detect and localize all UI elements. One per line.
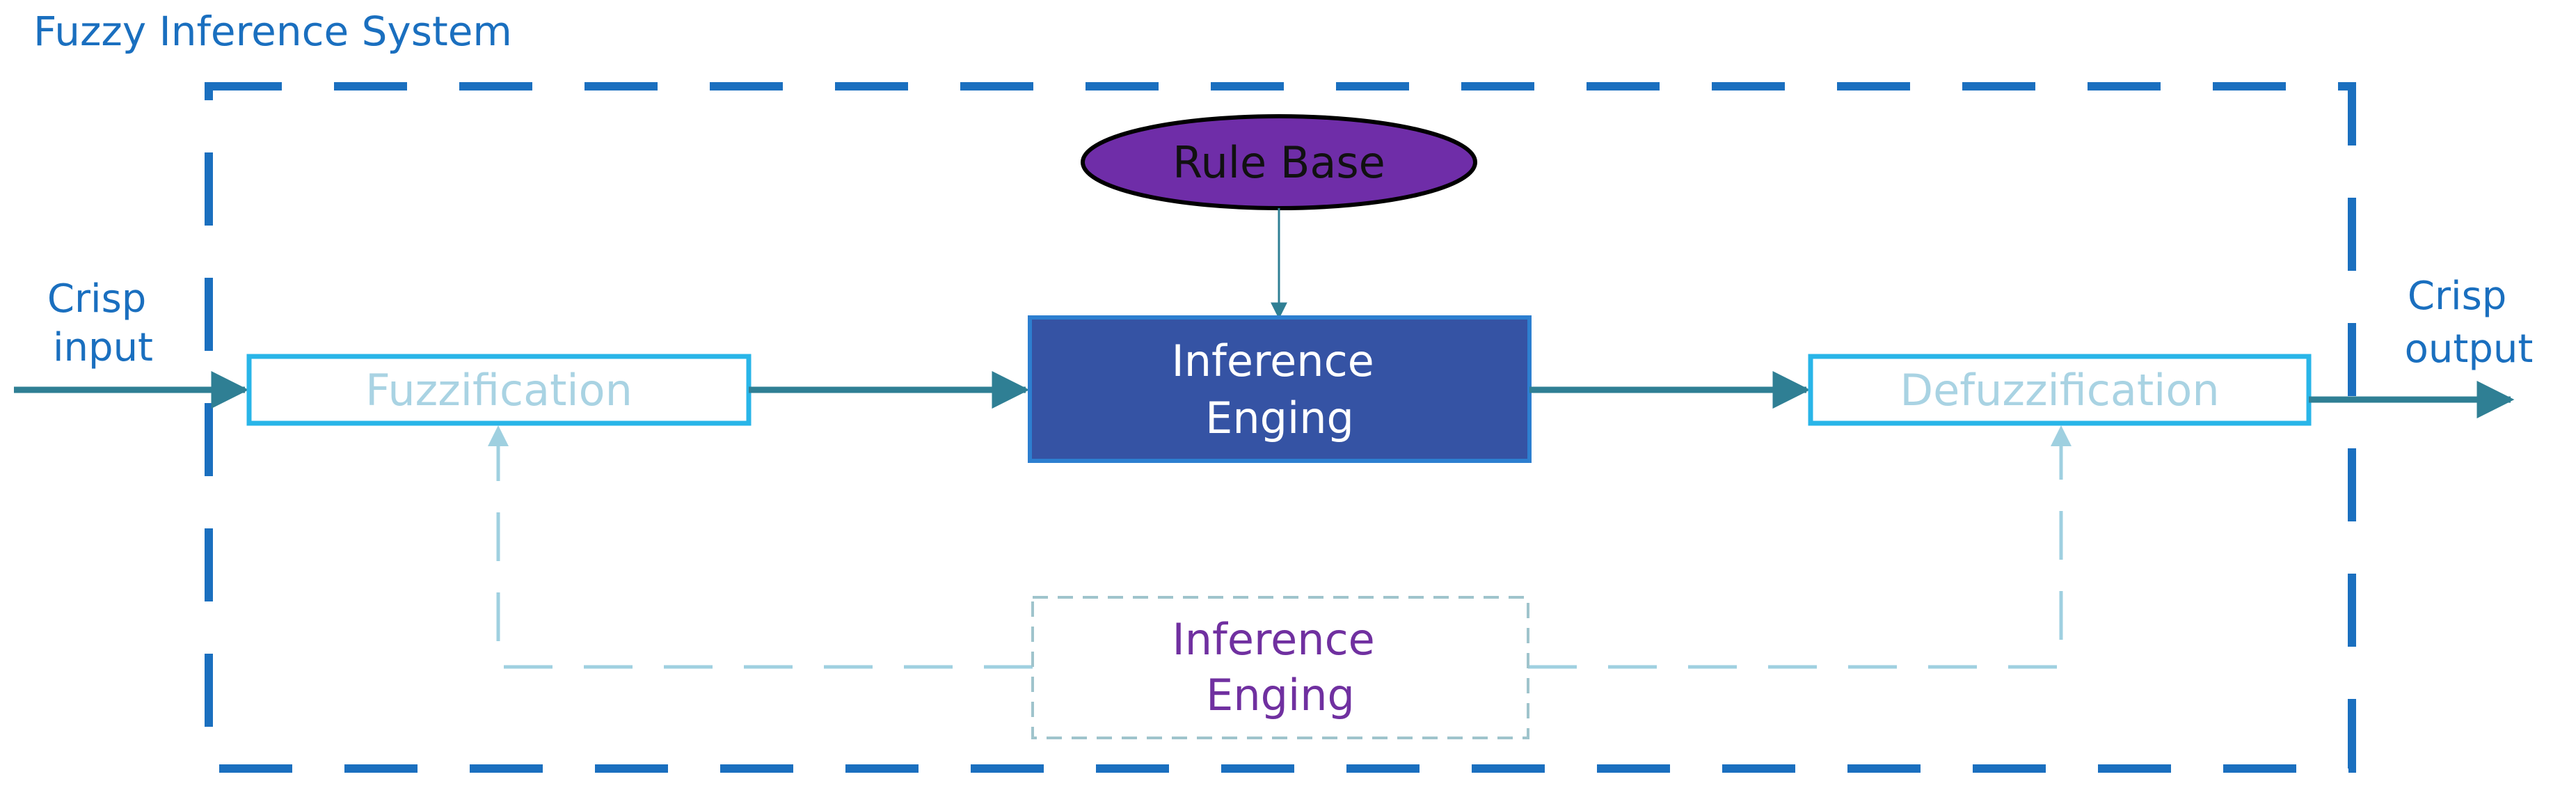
fuzzification-label: Fuzzification: [365, 365, 633, 416]
crisp-input-label: Crisp input: [47, 276, 159, 370]
crisp-output-label-line2: output: [2405, 326, 2534, 372]
defuzzification-label: Defuzzification: [1900, 365, 2219, 416]
inference-engine-label-line2: Enging: [1205, 393, 1354, 443]
bottom-inference-engine-label: Inference Enging: [1172, 614, 1388, 721]
inference-engine-box: [1028, 315, 1532, 463]
inference-engine-label: Inference Enging: [1171, 336, 1388, 443]
rule-base-label: Rule Base: [1172, 137, 1385, 188]
bottom-inference-engine-box: [1031, 596, 1529, 739]
bottom-inference-engine-label-line2: Enging: [1206, 670, 1355, 721]
inference-engine-label-line1: Inference: [1171, 336, 1374, 386]
defuzzification-box: [1808, 354, 2312, 426]
bottom-inference-engine-label-line1: Inference: [1172, 614, 1374, 665]
feedback-path-left: [488, 425, 1033, 669]
crisp-input-label-line2: input: [53, 325, 153, 370]
crisp-output-label-line1: Crisp: [2408, 274, 2506, 319]
crisp-input-label-line1: Crisp: [47, 276, 146, 322]
feedback-path-right: [1528, 425, 2072, 669]
diagram-title: Fuzzy Inference System: [33, 8, 512, 55]
system-boundary-frame: [205, 82, 2356, 773]
crisp-output-label: Crisp output: [2405, 274, 2534, 372]
